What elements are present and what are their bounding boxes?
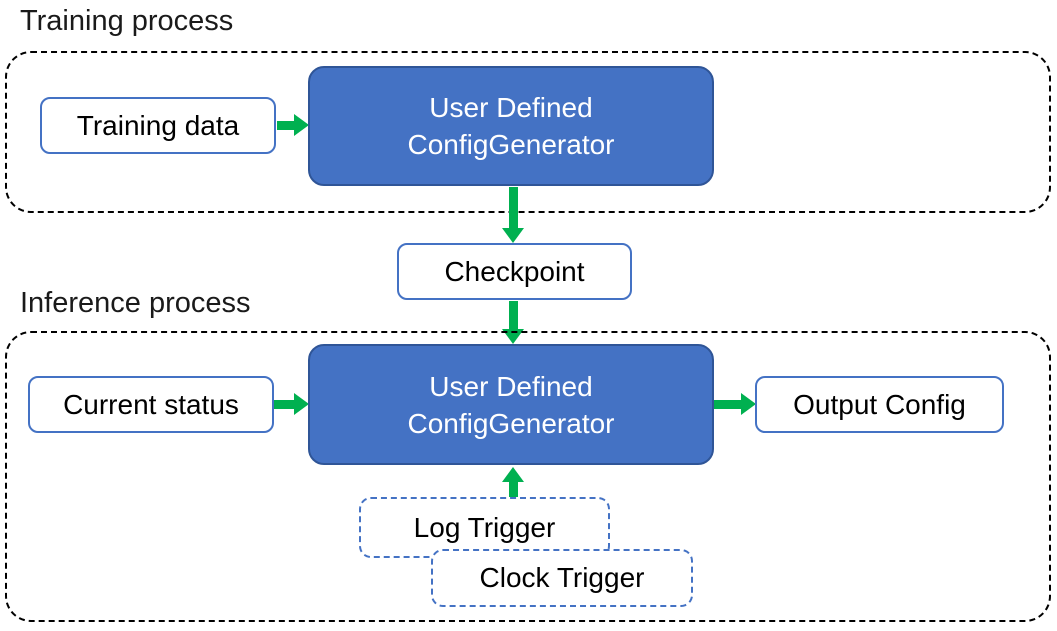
arrow-trigger-to-generator (502, 467, 524, 498)
arrow-head-icon (741, 393, 756, 415)
arrow-head-icon (502, 467, 524, 482)
current-status-node: Current status (28, 376, 274, 433)
arrow-head-icon (294, 393, 309, 415)
arrow-shaft (274, 399, 294, 409)
config-generator-training-node: User Defined ConfigGenerator (308, 66, 714, 186)
config-generator-inference-node: User Defined ConfigGenerator (308, 344, 714, 465)
training-data-node: Training data (40, 97, 276, 154)
config-generator-inference-line1: User Defined (429, 370, 593, 402)
arrow-current-status-to-generator (274, 393, 309, 415)
config-generator-inference-line2: ConfigGenerator (407, 407, 615, 439)
training-process-container (5, 51, 1051, 213)
arrow-head-icon (502, 228, 524, 243)
arrow-shaft (508, 187, 518, 228)
arrow-training-data-to-generator (277, 114, 309, 136)
inference-process-container (5, 331, 1051, 622)
config-generator-training-line2: ConfigGenerator (407, 129, 615, 160)
config-generator-training-line1: User Defined (429, 92, 593, 123)
arrow-shaft (277, 120, 294, 130)
arrow-head-icon (294, 114, 309, 136)
arrow-generator-to-checkpoint (502, 187, 524, 243)
output-config-node: Output Config (755, 376, 1004, 433)
inference-process-label: Inference process (20, 287, 251, 319)
clock-trigger-node: Clock Trigger (431, 549, 693, 607)
training-process-label: Training process (20, 5, 234, 37)
checkpoint-node: Checkpoint (397, 243, 632, 300)
arrow-shaft (508, 301, 518, 329)
arrow-generator-to-output-config (714, 393, 756, 415)
arrow-shaft (508, 482, 518, 498)
arrow-shaft (714, 399, 741, 409)
